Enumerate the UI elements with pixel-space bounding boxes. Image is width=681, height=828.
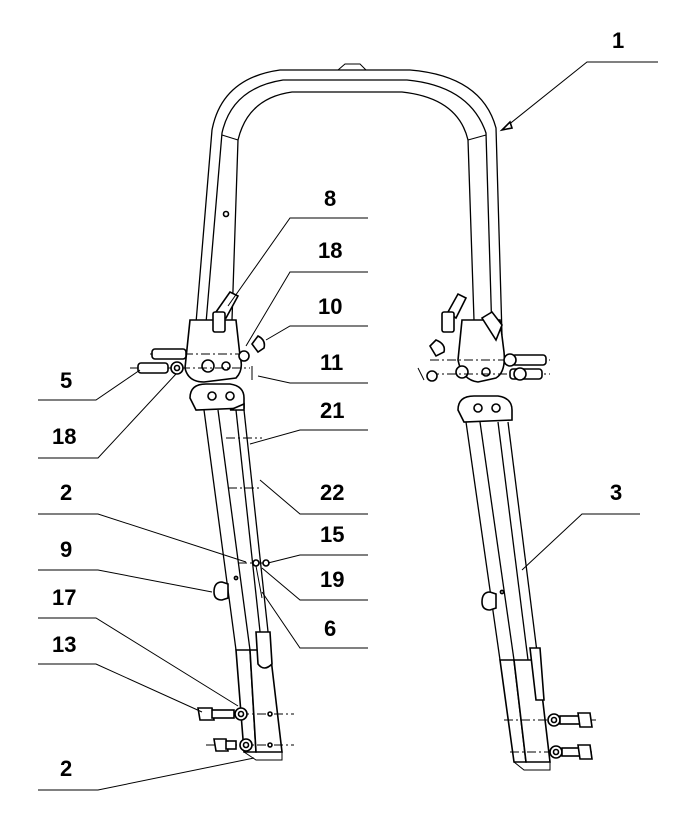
callout-6: 6 xyxy=(324,616,336,641)
callout-5: 5 xyxy=(60,368,72,393)
callout-22: 22 xyxy=(320,480,344,505)
callout-17: 17 xyxy=(52,585,76,610)
callout-15: 15 xyxy=(320,522,344,547)
upper-handle xyxy=(184,63,506,383)
left-pivot-hardware xyxy=(130,334,266,380)
callout-10: 10 xyxy=(318,294,342,319)
callout-18-lower: 18 xyxy=(52,424,76,449)
leader-lines xyxy=(38,61,658,791)
callout-2-lower: 2 xyxy=(60,756,72,781)
callout-3: 3 xyxy=(610,480,622,505)
callout-18-upper: 18 xyxy=(318,238,342,263)
cable-lock-left xyxy=(212,290,240,333)
callout-11: 11 xyxy=(320,350,343,375)
right-lower-tube xyxy=(457,395,596,771)
callout-9: 9 xyxy=(60,537,72,562)
left-lower-tube xyxy=(189,383,294,761)
callout-2-upper: 2 xyxy=(60,480,72,505)
cable-lock-right xyxy=(441,292,468,333)
callout-13: 13 xyxy=(52,632,76,657)
callout-21: 21 xyxy=(320,398,344,423)
callout-labels: 1 8 18 10 5 11 18 21 2 22 3 15 9 19 17 6… xyxy=(52,28,624,781)
callout-19: 19 xyxy=(320,567,344,592)
callout-1: 1 xyxy=(612,28,624,53)
callout-8: 8 xyxy=(324,186,336,211)
right-pivot-hardware xyxy=(417,339,550,382)
